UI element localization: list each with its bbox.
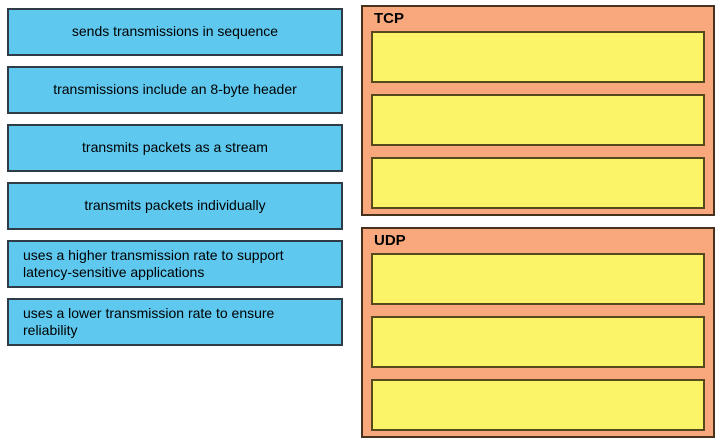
tcp-drop-slot-2[interactable] bbox=[371, 94, 705, 146]
drag-item-packets-individually[interactable]: transmits packets individually bbox=[7, 182, 343, 230]
tcp-drop-slot-3[interactable] bbox=[371, 157, 705, 209]
udp-slots bbox=[363, 253, 713, 431]
drag-item-lower-transmission-rate[interactable]: uses a lower transmission rate to ensure… bbox=[7, 298, 343, 346]
udp-drop-slot-3[interactable] bbox=[371, 379, 705, 431]
udp-label: UDP bbox=[374, 232, 406, 249]
drag-item-packets-as-stream[interactable]: transmits packets as a stream bbox=[7, 124, 343, 172]
udp-drop-slot-2[interactable] bbox=[371, 316, 705, 368]
tcp-label: TCP bbox=[374, 10, 404, 27]
drag-item-sends-in-sequence[interactable]: sends transmissions in sequence bbox=[7, 8, 343, 56]
tcp-drop-group: TCP bbox=[361, 5, 715, 216]
udp-drop-group: UDP bbox=[361, 227, 715, 438]
answer-options-column: sends transmissions in sequence transmis… bbox=[7, 8, 343, 346]
udp-drop-slot-1[interactable] bbox=[371, 253, 705, 305]
tcp-drop-slot-1[interactable] bbox=[371, 31, 705, 83]
tcp-slots bbox=[363, 31, 713, 209]
drag-item-higher-transmission-rate[interactable]: uses a higher transmission rate to suppo… bbox=[7, 240, 343, 288]
drag-item-8-byte-header[interactable]: transmissions include an 8-byte header bbox=[7, 66, 343, 114]
